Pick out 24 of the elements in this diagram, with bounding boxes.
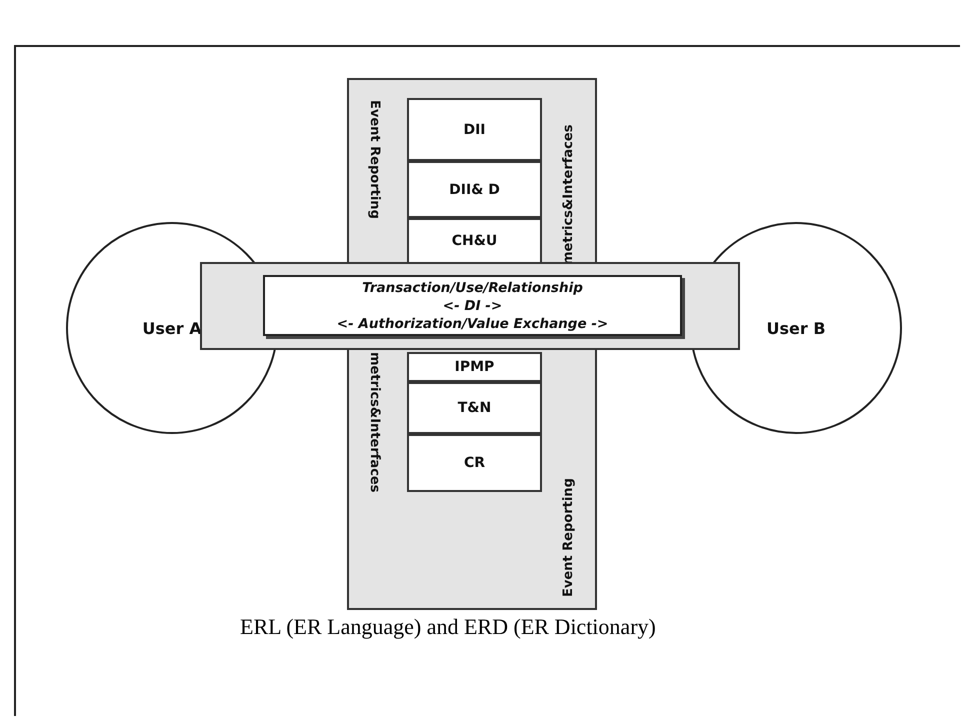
layer-box xyxy=(407,98,542,161)
user-label: User A xyxy=(142,318,202,338)
layer-box xyxy=(407,382,542,434)
band-label: Event Reporting xyxy=(561,477,576,597)
layer-label: T&N xyxy=(458,400,492,416)
caption: ERL (ER Language) and ERD (ER Dictionary) xyxy=(240,614,656,640)
band-label: metrics&Interfaces xyxy=(561,124,576,265)
interaction-text: <- DI -> xyxy=(442,296,502,314)
layer-label: DII& D xyxy=(449,182,500,198)
interaction-text: <- Authorization/Value Exchange -> xyxy=(336,314,608,332)
layer-box xyxy=(407,434,542,492)
interaction-text: Transaction/Use/Relationship xyxy=(362,278,583,296)
user-label: User B xyxy=(766,318,826,338)
layer-box xyxy=(407,352,542,382)
layer-box xyxy=(407,161,542,218)
layer-label: CH&U xyxy=(452,233,498,249)
interaction-band xyxy=(200,262,740,350)
band-label: metrics&Interfaces xyxy=(367,352,382,494)
band-label: Event Reporting xyxy=(367,100,382,221)
layer-box xyxy=(407,218,542,264)
layer-label: IPMP xyxy=(454,359,494,375)
layer-label: DII xyxy=(463,122,486,138)
interaction-box xyxy=(263,275,682,336)
layer-label: CR xyxy=(464,455,486,471)
